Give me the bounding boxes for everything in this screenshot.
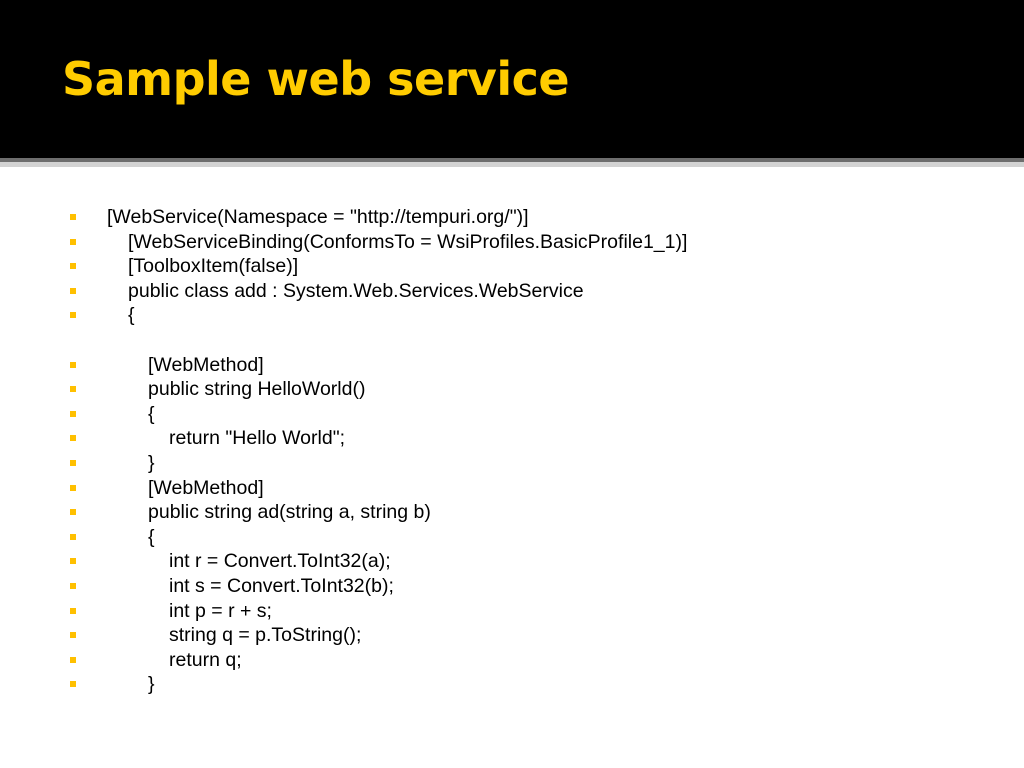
code-line: { xyxy=(148,402,155,425)
code-line: { xyxy=(148,525,155,548)
list-item: return "Hello World"; xyxy=(0,426,1024,451)
square-bullet-icon xyxy=(70,214,76,220)
code-line: int s = Convert.ToInt32(b); xyxy=(169,574,394,597)
list-item: int p = r + s; xyxy=(0,599,1024,624)
list-item: return q; xyxy=(0,648,1024,673)
list-item: [WebServiceBinding(ConformsTo = WsiProfi… xyxy=(0,230,1024,255)
square-bullet-icon xyxy=(70,656,76,663)
square-bullet-icon xyxy=(70,558,76,565)
list-item: public class add : System.Web.Services.W… xyxy=(0,279,1024,304)
code-line: [WebService(Namespace = "http://tempuri.… xyxy=(107,206,529,228)
square-bullet-icon xyxy=(70,263,76,270)
code-line: [WebMethod] xyxy=(148,353,264,376)
list-item: [WebService(Namespace = "http://tempuri.… xyxy=(0,205,1024,230)
list-item: [WebMethod] xyxy=(0,476,1024,501)
square-bullet-icon xyxy=(70,582,76,589)
square-bullet-icon xyxy=(70,681,76,688)
code-line: return "Hello World"; xyxy=(169,427,346,450)
square-bullet-icon xyxy=(70,459,76,466)
list-item: [ToolboxItem(false)] xyxy=(0,254,1024,279)
list-item: { xyxy=(0,303,1024,328)
slide-title: Sample web service xyxy=(62,52,570,106)
list-item: int r = Convert.ToInt32(a); xyxy=(0,549,1024,574)
list-item: { xyxy=(0,525,1024,550)
list-item: public string HelloWorld() xyxy=(0,377,1024,402)
code-line: int p = r + s; xyxy=(169,599,272,622)
code-line: public string HelloWorld() xyxy=(148,378,366,401)
square-bullet-icon xyxy=(70,632,76,639)
list-item: string q = p.ToString(); xyxy=(0,623,1024,648)
square-bullet-icon xyxy=(70,238,76,245)
square-bullet-icon xyxy=(70,312,76,319)
square-bullet-icon xyxy=(70,410,76,417)
code-line: [WebServiceBinding(ConformsTo = WsiProfi… xyxy=(128,230,688,253)
square-bullet-icon xyxy=(70,287,76,294)
code-line: } xyxy=(148,673,155,696)
square-bullet-icon xyxy=(70,484,76,491)
list-item: { xyxy=(0,402,1024,427)
code-line: [WebMethod] xyxy=(148,476,264,499)
list-item: [WebMethod] xyxy=(0,353,1024,378)
code-bullet-list: [WebService(Namespace = "http://tempuri.… xyxy=(0,205,1024,697)
code-line: public class add : System.Web.Services.W… xyxy=(128,279,584,302)
title-divider-light xyxy=(0,162,1024,167)
title-band: Sample web service xyxy=(0,0,1024,158)
square-bullet-icon xyxy=(70,435,76,442)
square-bullet-icon xyxy=(70,533,76,540)
square-bullet-icon xyxy=(70,607,76,614)
code-line: int r = Convert.ToInt32(a); xyxy=(169,550,391,573)
square-bullet-icon xyxy=(70,361,76,368)
code-line: string q = p.ToString(); xyxy=(169,624,362,647)
code-line: [ToolboxItem(false)] xyxy=(128,255,299,278)
square-bullet-icon xyxy=(70,509,76,516)
list-item: } xyxy=(0,672,1024,697)
code-line: return q; xyxy=(169,648,242,671)
code-line: { xyxy=(128,304,135,327)
list-item: int s = Convert.ToInt32(b); xyxy=(0,574,1024,599)
code-line: public string ad(string a, string b) xyxy=(148,501,431,524)
list-item: } xyxy=(0,451,1024,476)
code-line: } xyxy=(148,451,155,474)
square-bullet-icon xyxy=(70,386,76,393)
title-divider-dark xyxy=(0,158,1024,162)
list-item: public string ad(string a, string b) xyxy=(0,500,1024,525)
blank-line xyxy=(0,328,1024,353)
